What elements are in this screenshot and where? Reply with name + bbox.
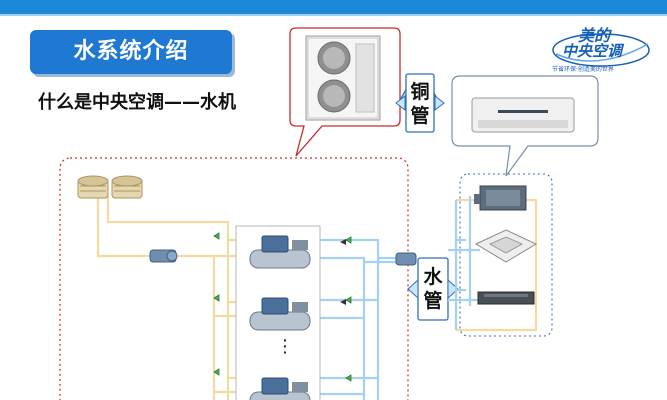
water-pipe-label: 水 管	[413, 265, 453, 313]
logo-slogan: 节省环保·创造美的世界	[552, 66, 614, 73]
page-title: 水系统介绍	[73, 39, 189, 64]
water-pipe-label-line1: 水	[423, 266, 443, 288]
chiller-icon	[249, 235, 311, 269]
chiller-icon	[249, 377, 311, 400]
indoor-units-group	[459, 173, 553, 337]
top-banner-accent	[0, 14, 667, 16]
water-pump-icon	[149, 249, 178, 263]
chiller-icon	[249, 297, 311, 331]
title-box: 水系统介绍	[30, 30, 232, 74]
duct-unit-icon	[474, 185, 527, 211]
flow-arrow-icon	[340, 239, 346, 245]
valve-icon	[213, 368, 220, 376]
water-pipe-label-line2: 管	[423, 290, 443, 312]
flow-arrow-icon	[340, 299, 346, 305]
slim-duct-unit-icon	[477, 291, 535, 305]
copper-pipe-label-line1: 铜	[410, 81, 430, 103]
logo-swoosh-icon	[552, 33, 650, 67]
water-pump-icon	[395, 252, 417, 266]
more-chillers-ellipsis: ⋮	[276, 336, 294, 357]
valve-icon	[213, 294, 220, 302]
logo-name: 中央空调	[562, 42, 623, 60]
outdoor-unit-icon	[305, 35, 381, 121]
cooling-tower-icon	[77, 175, 109, 199]
copper-pipe-arrow	[395, 73, 445, 133]
chilled-water-pipes	[320, 196, 480, 400]
valve-icon	[345, 374, 352, 382]
copper-pipe-label: 铜 管	[400, 80, 440, 128]
copper-pipe-label-line2: 管	[410, 105, 430, 127]
page-subtitle: 什么是中央空调——水机	[38, 92, 236, 113]
valve-icon	[345, 236, 352, 244]
wall-unit-icon	[471, 97, 575, 133]
logo-brand: 美的	[578, 26, 611, 45]
water-pipe-arrow	[407, 257, 459, 321]
brand-logo: 美的 中央空调 节省环保·创造美的世界	[548, 22, 654, 78]
valve-icon	[213, 232, 220, 240]
top-banner	[0, 0, 667, 14]
valve-icon	[345, 296, 352, 304]
cooling-tower-icon	[111, 175, 143, 199]
cassette-unit-icon	[474, 229, 538, 263]
